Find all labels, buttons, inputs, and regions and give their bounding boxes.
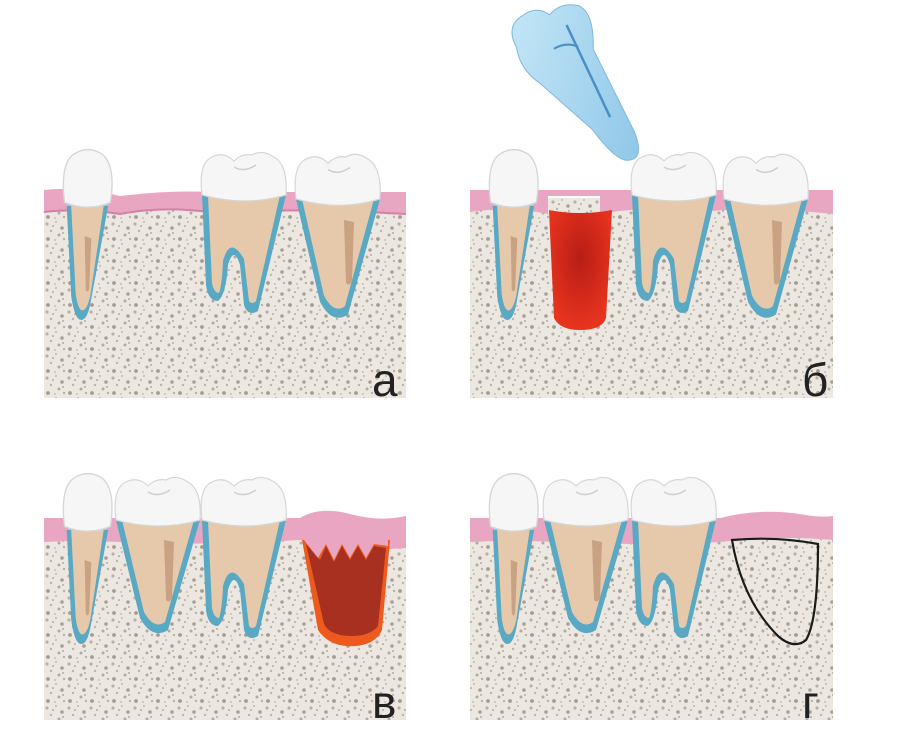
panel-b: б [470, 4, 833, 406]
panel-a: а [43, 148, 407, 406]
extracted-tooth [511, 4, 640, 161]
panel-label-d: г [802, 676, 819, 728]
gum-ingrowth [304, 540, 388, 560]
panel-label-a: а [372, 354, 398, 406]
panel-label-c: в [372, 676, 396, 728]
panel-c: в [44, 472, 406, 728]
panel-d: г [470, 472, 833, 728]
organizing-clot [306, 544, 386, 636]
panel-label-b: б [802, 354, 828, 406]
healed-socket-outline [730, 537, 820, 646]
blood-filled-socket [549, 210, 612, 330]
